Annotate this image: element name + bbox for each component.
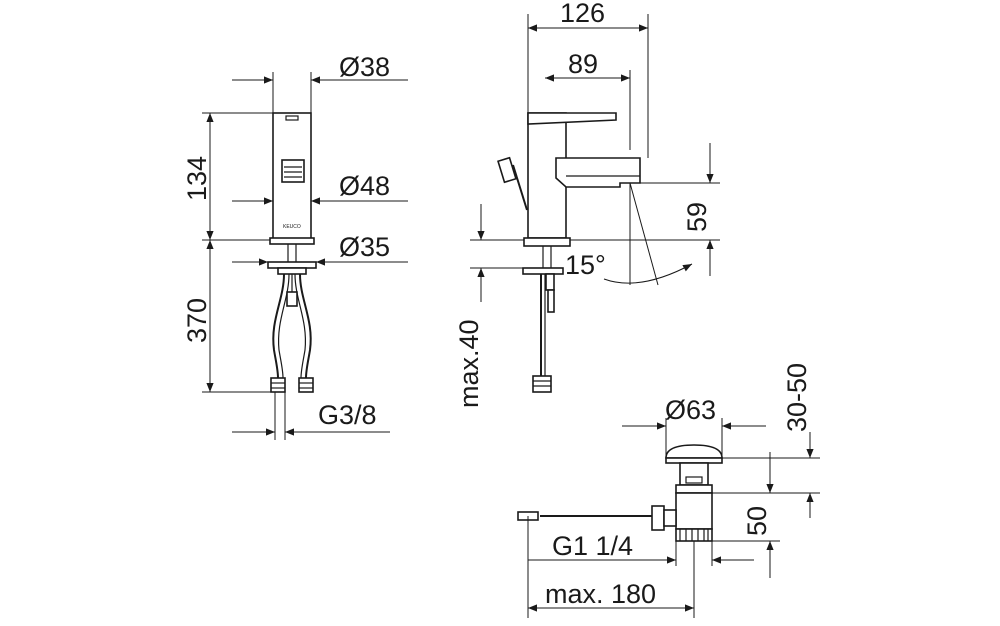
front-faucet-top-slot <box>285 115 299 121</box>
dim-h50-label: 50 <box>742 506 772 536</box>
dim-max180-label: max. 180 <box>545 579 656 609</box>
dim-h3050-label: 30-50 <box>782 363 812 432</box>
dim-d63-label: Ø63 <box>665 395 716 425</box>
dim-h134-label: 134 <box>182 156 212 201</box>
front-connector-right <box>298 377 314 393</box>
front-view: KEUCO Ø38 Ø48 Ø35 <box>182 52 408 440</box>
dim-d38-label: Ø38 <box>339 52 390 82</box>
waste-popup-cap <box>665 444 723 459</box>
waste-thread <box>675 528 713 542</box>
dim-h370-label: 370 <box>182 298 212 343</box>
front-base <box>269 237 315 245</box>
dim-w89-label: 89 <box>568 49 598 79</box>
dim-d48-label: Ø48 <box>339 171 390 201</box>
front-brand-mark: KEUCO <box>283 224 301 230</box>
front-connector-left <box>270 377 286 393</box>
front-hose-right <box>299 273 312 379</box>
side-popup-rod <box>512 164 528 211</box>
side-connector <box>532 375 552 393</box>
dim-h59-label: 59 <box>682 202 712 232</box>
dim-angle15-label: 15° <box>565 250 606 280</box>
waste-view: Ø63 30-50 50 G1 1/4 max. 180 <box>517 363 820 618</box>
front-hose-left <box>272 273 285 379</box>
side-spout <box>555 157 641 188</box>
side-mounting-plate <box>522 267 564 275</box>
front-mounting-plate <box>267 261 317 269</box>
dim-g38-label: G3/8 <box>318 400 377 430</box>
side-base <box>523 237 571 247</box>
waste-side-fitting <box>651 505 665 531</box>
side-lever <box>527 112 617 125</box>
dim-max40-label: max.40 <box>454 319 484 408</box>
dim-g114-label: G1 1/4 <box>552 531 633 561</box>
dim-d35-label: Ø35 <box>339 232 390 262</box>
front-aerator <box>281 159 305 183</box>
side-view: 126 89 59 15° max.40 <box>454 0 720 408</box>
waste-body <box>679 462 709 486</box>
dim-w126-label: 126 <box>560 0 605 28</box>
